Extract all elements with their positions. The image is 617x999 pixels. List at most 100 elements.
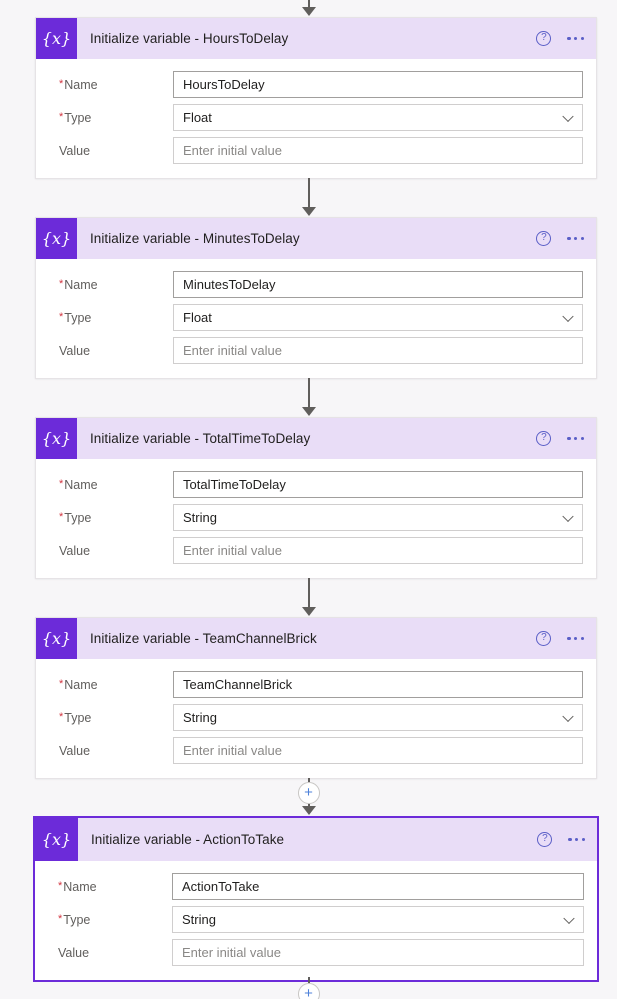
required-marker: * [59, 277, 64, 290]
variable-icon: {x} [35, 818, 78, 861]
type-label-text: Type [63, 912, 91, 927]
form-row-value: Value Enter initial value [49, 134, 583, 167]
value-label: Value [49, 144, 173, 158]
help-icon[interactable]: ? [536, 631, 552, 646]
name-input[interactable]: TeamChannelBrick [173, 671, 583, 698]
more-options-icon[interactable] [567, 231, 584, 246]
required-marker: * [58, 879, 63, 892]
variable-icon: {x} [36, 618, 77, 659]
action-card-initialize-variable-actiontotake[interactable]: {x} Initialize variable - ActionToTake ?… [33, 816, 599, 982]
card-header[interactable]: {x} Initialize variable - MinutesToDelay… [36, 218, 596, 259]
required-marker: * [59, 477, 64, 490]
action-card-initialize-variable-hourstodelay[interactable]: {x} Initialize variable - HoursToDelay ?… [35, 17, 597, 179]
name-input[interactable]: HoursToDelay [173, 71, 583, 98]
form-row-type: *Type String [49, 701, 583, 734]
value-input[interactable]: Enter initial value [173, 137, 583, 164]
type-select-value: String [183, 510, 217, 525]
type-select[interactable]: Float [173, 104, 583, 131]
value-label: Value [49, 344, 173, 358]
name-label: *Name [49, 478, 173, 492]
form-row-name: *Name HoursToDelay [49, 68, 583, 101]
type-label: *Type [49, 111, 173, 125]
card-title: Initialize variable - TeamChannelBrick [90, 631, 317, 646]
name-label: *Name [48, 880, 172, 894]
help-icon[interactable]: ? [536, 231, 552, 246]
add-step-button[interactable]: + [297, 782, 320, 804]
variable-icon: {x} [36, 218, 77, 259]
more-options-icon[interactable] [567, 431, 584, 446]
add-step-button[interactable]: + [297, 983, 320, 999]
card-header-actions: ? [536, 618, 584, 659]
card-header-actions: ? [536, 18, 584, 59]
card-body: *Name MinutesToDelay *Type Float Value E… [36, 259, 596, 378]
value-input[interactable]: Enter initial value [173, 337, 583, 364]
card-header-actions: ? [536, 218, 584, 259]
name-label: *Name [49, 78, 173, 92]
more-options-icon[interactable] [567, 31, 584, 46]
card-header[interactable]: {x} Initialize variable - TeamChannelBri… [36, 618, 596, 659]
required-marker: * [58, 912, 63, 925]
help-icon[interactable]: ? [536, 431, 552, 446]
required-marker: * [59, 110, 64, 123]
action-card-initialize-variable-teamchannelbrick[interactable]: {x} Initialize variable - TeamChannelBri… [35, 617, 597, 779]
form-row-value: Value Enter initial value [49, 734, 583, 767]
name-label: *Name [49, 678, 173, 692]
value-label-text: Value [58, 945, 90, 960]
card-header[interactable]: {x} Initialize variable - HoursToDelay ? [36, 18, 596, 59]
type-select[interactable]: String [172, 906, 584, 933]
value-label: Value [49, 544, 173, 558]
card-title: Initialize variable - MinutesToDelay [90, 231, 300, 246]
chevron-down-icon [562, 510, 574, 522]
chevron-down-icon [562, 710, 574, 722]
value-input[interactable]: Enter initial value [173, 737, 583, 764]
card-body: *Name HoursToDelay *Type Float Value Ent… [36, 59, 596, 178]
type-label: *Type [49, 511, 173, 525]
chevron-down-icon [562, 110, 574, 122]
flow-connector-4: + [0, 777, 617, 816]
form-row-value: Value Enter initial value [49, 334, 583, 367]
type-label-text: Type [64, 710, 92, 725]
card-header-actions: ? [537, 818, 585, 861]
card-header[interactable]: {x} Initialize variable - TotalTimeToDel… [36, 418, 596, 459]
name-label-text: Name [64, 477, 98, 492]
required-marker: * [59, 77, 64, 90]
type-label: *Type [49, 711, 173, 725]
required-marker: * [59, 510, 64, 523]
variable-icon: {x} [36, 418, 77, 459]
more-options-icon[interactable] [568, 832, 585, 847]
name-label-text: Name [63, 879, 97, 894]
flow-connector-1 [0, 177, 617, 217]
flow-connector-2 [0, 377, 617, 417]
help-icon[interactable]: ? [537, 832, 553, 847]
type-select[interactable]: Float [173, 304, 583, 331]
type-select-value: Float [183, 310, 212, 325]
card-title: Initialize variable - ActionToTake [91, 832, 285, 847]
form-row-name: *Name TeamChannelBrick [49, 668, 583, 701]
action-card-initialize-variable-totaltimetodelay[interactable]: {x} Initialize variable - TotalTimeToDel… [35, 417, 597, 579]
type-select-value: Float [183, 110, 212, 125]
name-input[interactable]: MinutesToDelay [173, 271, 583, 298]
value-label-text: Value [59, 743, 91, 758]
name-input[interactable]: ActionToTake [172, 873, 584, 900]
help-icon[interactable]: ? [536, 31, 552, 46]
flow-connector-top [0, 0, 617, 17]
flow-connector-3 [0, 577, 617, 617]
type-label: *Type [49, 311, 173, 325]
name-label-text: Name [64, 677, 98, 692]
card-body: *Name TeamChannelBrick *Type String Valu… [36, 659, 596, 778]
value-input[interactable]: Enter initial value [173, 537, 583, 564]
more-options-icon[interactable] [567, 631, 584, 646]
form-row-type: *Type String [49, 501, 583, 534]
type-select-value: String [182, 912, 216, 927]
name-input[interactable]: TotalTimeToDelay [173, 471, 583, 498]
value-label: Value [49, 744, 173, 758]
type-label: *Type [48, 913, 172, 927]
name-label-text: Name [64, 77, 98, 92]
form-row-value: Value Enter initial value [48, 936, 584, 969]
value-input[interactable]: Enter initial value [172, 939, 584, 966]
type-select[interactable]: String [173, 504, 583, 531]
type-select[interactable]: String [173, 704, 583, 731]
card-header[interactable]: {x} Initialize variable - ActionToTake ? [35, 818, 597, 861]
action-card-initialize-variable-minutestodelay[interactable]: {x} Initialize variable - MinutesToDelay… [35, 217, 597, 379]
